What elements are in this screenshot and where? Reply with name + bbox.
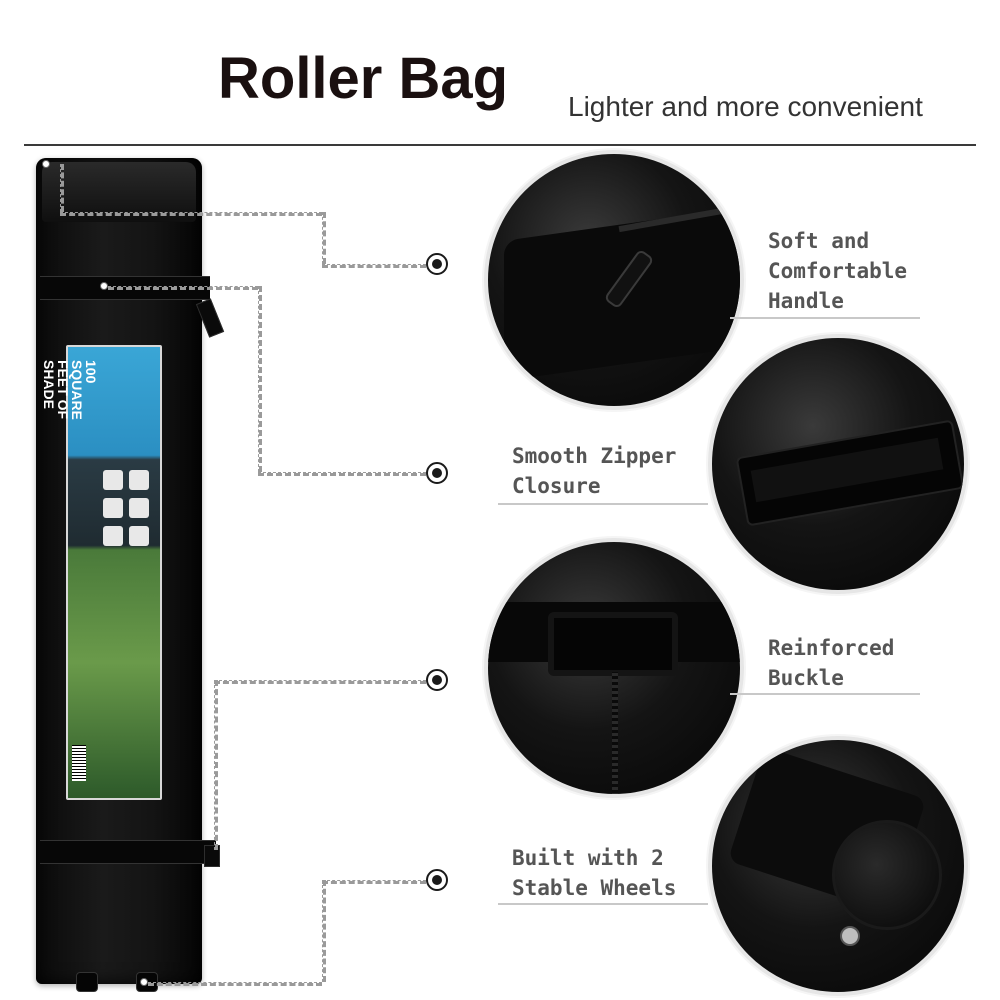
bottom-strap (40, 840, 216, 864)
label-icon (103, 470, 123, 490)
leader-line (258, 286, 262, 472)
feature-label-buckle: Reinforced Buckle (768, 636, 895, 690)
leader-pin (140, 978, 148, 986)
feature-bullet-zipper (426, 462, 448, 484)
leader-line (148, 982, 322, 986)
zipper-pull-closeup-image (484, 150, 744, 410)
page-title: Roller Bag (218, 46, 509, 111)
label-icon (129, 498, 149, 518)
label-icon-grid (100, 468, 156, 546)
leader-line (60, 212, 322, 216)
carry-handle-closeup-image (708, 334, 968, 594)
page-subtitle: Lighter and more convenient (568, 91, 923, 122)
feature-rule (730, 693, 920, 695)
feature-label-zipper: Smooth Zipper Closure (512, 444, 677, 498)
bottom-strap-tab (204, 845, 220, 867)
leader-pin (42, 160, 50, 168)
rivet-icon (840, 926, 860, 946)
product-label-logo: 100 SQUARE FEET OF SHADE (41, 360, 99, 420)
leader-line (214, 680, 218, 850)
label-icon (129, 526, 149, 546)
buckle-closeup-image (484, 538, 744, 798)
leader-line (322, 264, 426, 268)
leader-line (322, 880, 426, 884)
product-label-card (66, 345, 162, 800)
buckle-icon (548, 612, 678, 676)
leader-line (60, 164, 64, 212)
leader-line (108, 286, 258, 290)
feature-bullet-handle (426, 253, 448, 275)
label-icon (103, 498, 123, 518)
label-icon (103, 526, 123, 546)
feature-rule (498, 503, 708, 505)
barcode-icon (72, 745, 86, 781)
feature-rule (498, 903, 708, 905)
leader-line (214, 680, 426, 684)
feature-label-wheels: Built with 2 Stable Wheels (512, 846, 677, 900)
wheel-closeup-image (708, 736, 968, 996)
wheel-icon (76, 972, 98, 992)
label-icon (129, 470, 149, 490)
leader-line (322, 212, 326, 264)
header-divider (24, 144, 976, 146)
feature-rule (730, 317, 920, 319)
leader-pin (100, 282, 108, 290)
zipper-teeth (612, 672, 618, 794)
leader-line (258, 472, 426, 476)
feature-bullet-buckle (426, 669, 448, 691)
feature-label-handle: Soft and Comfortable Handle (768, 229, 908, 313)
wheel-icon (832, 820, 942, 930)
leader-line (322, 880, 326, 982)
feature-bullet-wheels (426, 869, 448, 891)
